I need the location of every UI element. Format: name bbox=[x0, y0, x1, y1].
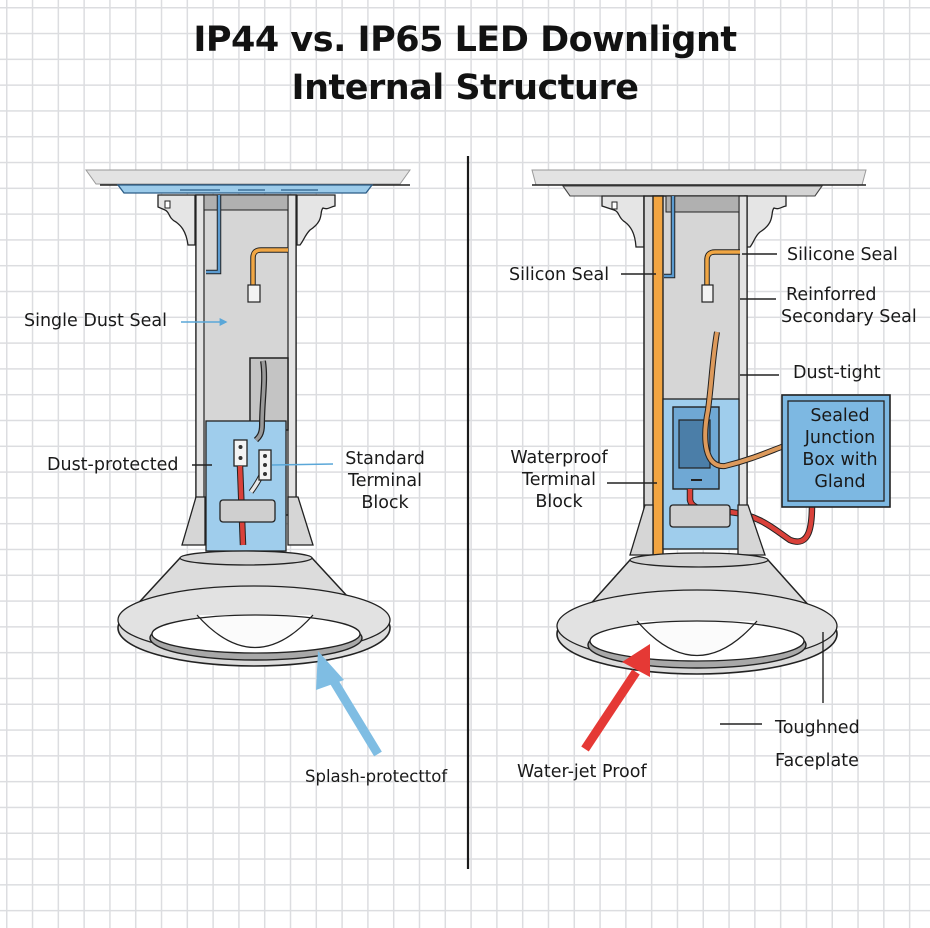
ip65-downlight bbox=[531, 169, 891, 752]
ip44-splash-arrow bbox=[316, 651, 382, 757]
ip44-terminal-a bbox=[233, 439, 248, 467]
label-waterproof-terminal-block: Waterproof Terminal Block bbox=[500, 447, 618, 513]
label-line: Secondary Seal bbox=[781, 307, 917, 327]
title-line-1: IP44 vs. IP65 LED Downlignt bbox=[193, 20, 737, 60]
label-silicone-seal: Silicone Seal bbox=[787, 245, 898, 265]
title-line-2: Internal Structure bbox=[291, 68, 639, 108]
ip44-right-bracket bbox=[296, 194, 336, 246]
ip65-silicon-seal-strip bbox=[652, 195, 664, 557]
ip65-junction-box bbox=[781, 394, 891, 508]
label-dust-protected: Dust-protected bbox=[47, 455, 179, 475]
ip65-water-jet-arrow bbox=[581, 644, 650, 752]
label-standard-terminal-block: Standard Terminal Block bbox=[330, 448, 440, 514]
label-splash-protected: Splash-protecttof bbox=[305, 767, 448, 786]
label-line: Block bbox=[535, 492, 583, 512]
label-line: Standard bbox=[345, 449, 425, 469]
label-toughened-faceplate: Toughned Faceplate bbox=[775, 712, 860, 778]
standard-terminal-pointer bbox=[271, 463, 334, 466]
label-silicon-seal: Silicon Seal bbox=[509, 265, 610, 285]
ceiling-panel-right bbox=[531, 169, 867, 186]
label-line: Sealed bbox=[810, 406, 870, 426]
label-dust-tight: Dust-tight bbox=[793, 363, 881, 383]
label-line: Reinforred bbox=[786, 285, 877, 305]
label-water-jet-proof: Water-jet Proof bbox=[517, 762, 647, 782]
label-line: Block bbox=[361, 493, 409, 513]
ip44-left-bracket bbox=[157, 194, 196, 246]
label-line: Terminal bbox=[348, 471, 422, 491]
label-line: Junction bbox=[804, 428, 876, 448]
label-line: Gland bbox=[814, 472, 866, 492]
label-line: Faceplate bbox=[775, 751, 859, 771]
ip44-downlight bbox=[85, 169, 411, 757]
label-line: Waterproof bbox=[510, 448, 608, 468]
ip44-ceiling-seal bbox=[116, 184, 374, 194]
label-line: Toughned bbox=[775, 718, 860, 738]
label-reinforced-secondary-seal: Reinforred Secondary Seal bbox=[781, 284, 917, 328]
label-single-dust-seal: Single Dust Seal bbox=[24, 311, 167, 331]
label-line: Box with bbox=[802, 450, 878, 470]
label-sealed-junction-box: Sealed Junction Box with Gland bbox=[788, 405, 892, 493]
ceiling-panel bbox=[85, 169, 411, 185]
label-line: Terminal bbox=[522, 470, 596, 490]
